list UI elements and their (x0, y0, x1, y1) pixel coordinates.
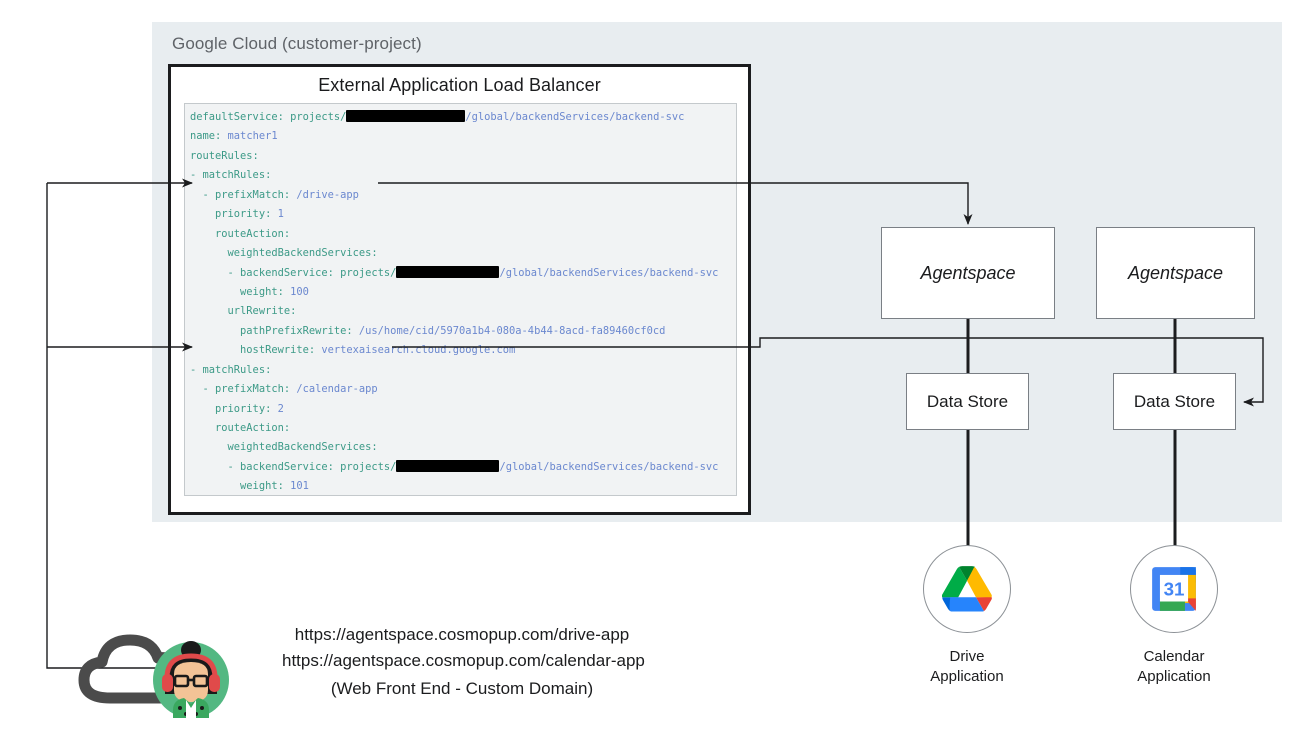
yaml-line: - backendService: projects/ /global/backe… (190, 458, 736, 477)
calendar-app-circle: 31 (1130, 545, 1218, 633)
calendar-app-caption-line1: Calendar (1143, 648, 1205, 665)
yaml-line: priority: 2 (190, 400, 736, 419)
yaml-token: - backendService: projects/ (190, 266, 397, 279)
drive-application-node[interactable]: Drive Application (923, 545, 1027, 687)
yaml-token: hostRewrite: (190, 344, 322, 357)
yaml-token: 101 (290, 480, 309, 493)
yaml-line: - matchRules: (190, 166, 736, 185)
yaml-token: weight: (190, 480, 291, 493)
yaml-line: - backendService: projects/ /global/backe… (190, 264, 736, 283)
agentspace-label-1: Agentspace (920, 262, 1016, 283)
google-calendar-icon: 31 (1152, 567, 1196, 611)
yaml-token: weightedBackendServices: (190, 441, 378, 454)
yaml-token: - prefixMatch: (190, 383, 297, 396)
url-calendar-app[interactable]: https://agentspace.cosmopup.com/calendar… (282, 651, 645, 670)
yaml-token: routeAction: (190, 227, 291, 240)
yaml-line: - prefixMatch: /drive-app (190, 186, 736, 205)
calendar-app-caption: Calendar Application (1114, 647, 1234, 687)
drive-app-caption-line2: Application (930, 668, 1004, 685)
web-front-end-user-icon (74, 618, 254, 718)
yaml-token: /drive-app (296, 188, 359, 201)
connector-user-vertical (46, 347, 185, 669)
yaml-line: pathPrefixRewrite: /us/home/cid/5970a1b4… (190, 322, 736, 341)
yaml-token: urlRewrite: (190, 305, 297, 318)
yaml-token: /us/home/cid/5970a1b4-080a-4b44-8acd-fa8… (358, 324, 666, 337)
yaml-token: - backendService: projects/ (190, 460, 397, 473)
yaml-line: routeAction: (190, 419, 736, 438)
yaml-line: priority: 1 (190, 205, 736, 224)
yaml-line: urlRewrite: (190, 302, 736, 321)
yaml-token: routeRules: (190, 149, 259, 162)
connector-calendar-rule-to-datastore (392, 337, 1264, 407)
front-end-subtitle: (Web Front End - Custom Domain) (330, 679, 594, 698)
yaml-line: routeAction: (190, 225, 736, 244)
calendar-app-caption-line2: Application (1137, 668, 1211, 685)
data-store-label-2: Data Store (1133, 391, 1216, 411)
yaml-token: pathPrefixRewrite: (190, 324, 359, 337)
yaml-token: defaultService: projects/ (190, 111, 347, 123)
data-store-label-1: Data Store (926, 391, 1009, 411)
data-store-box-2[interactable]: Data Store (1113, 373, 1236, 430)
yaml-token: weight: (190, 285, 291, 298)
yaml-line: defaultService: projects/ /global/backend… (190, 108, 736, 127)
yaml-token: name: (190, 130, 228, 143)
yaml-line: weightedBackendServices: (190, 244, 736, 263)
drive-app-caption: Drive Application (907, 647, 1027, 687)
agentspace-label-2: Agentspace (1127, 262, 1224, 283)
calendar-application-node[interactable]: 31 Calendar Application (1130, 545, 1234, 687)
redacted-project-id (396, 459, 500, 472)
yaml-line: routeRules: (190, 147, 736, 166)
connector-drive-rule-to-agentspace (378, 182, 973, 225)
yaml-token: /global/backendServices/backend-svc (499, 460, 719, 473)
yaml-token: matcher1 (227, 130, 278, 143)
agentspace-box-2[interactable]: Agentspace (1096, 227, 1255, 319)
yaml-line: - prefixMatch: /calendar-app (190, 380, 736, 399)
yaml-code-text: defaultService: projects/ /global/backend… (190, 108, 736, 495)
yaml-token: 2 (277, 402, 284, 415)
yaml-token: priority: (190, 208, 278, 221)
yaml-token: - matchRules: (190, 169, 272, 182)
yaml-line: weight: 101 (190, 477, 736, 495)
drive-app-circle (923, 545, 1011, 633)
google-cloud-label: Google Cloud (customer-project) (172, 34, 422, 53)
yaml-token: 1 (277, 208, 284, 221)
calendar-day-number: 31 (1164, 578, 1185, 599)
yaml-line: weightedBackendServices: (190, 438, 736, 457)
yaml-line: weight: 100 (190, 283, 736, 302)
yaml-token: /global/backendServices/backend-svc (499, 266, 719, 279)
yaml-token: - prefixMatch: (190, 188, 297, 201)
url-drive-app[interactable]: https://agentspace.cosmopup.com/drive-ap… (294, 625, 630, 644)
user-cloud-icon (78, 634, 229, 718)
front-end-urls: https://agentspace.cosmopup.com/drive-ap… (282, 622, 645, 704)
url-map-yaml-block: defaultService: projects/ /global/backend… (184, 103, 737, 496)
data-store-box-1[interactable]: Data Store (906, 373, 1029, 430)
drive-app-caption-line1: Drive (949, 648, 985, 665)
redacted-project-id (346, 110, 466, 122)
load-balancer-title: External Application Load Balancer (318, 75, 601, 95)
yaml-line: name: matcher1 (190, 127, 736, 146)
yaml-token: priority: (190, 402, 278, 415)
yaml-token: /global/backendServices/backend-svc (465, 111, 685, 123)
agentspace-box-1[interactable]: Agentspace (881, 227, 1055, 319)
redacted-project-id (396, 265, 500, 278)
yaml-token: - matchRules: (190, 363, 272, 376)
google-drive-icon (942, 566, 992, 612)
yaml-token: weightedBackendServices: (190, 247, 378, 260)
yaml-line: - matchRules: (190, 361, 736, 380)
yaml-token: 100 (290, 285, 309, 298)
yaml-token: routeAction: (190, 422, 291, 434)
yaml-token: /calendar-app (296, 383, 378, 396)
